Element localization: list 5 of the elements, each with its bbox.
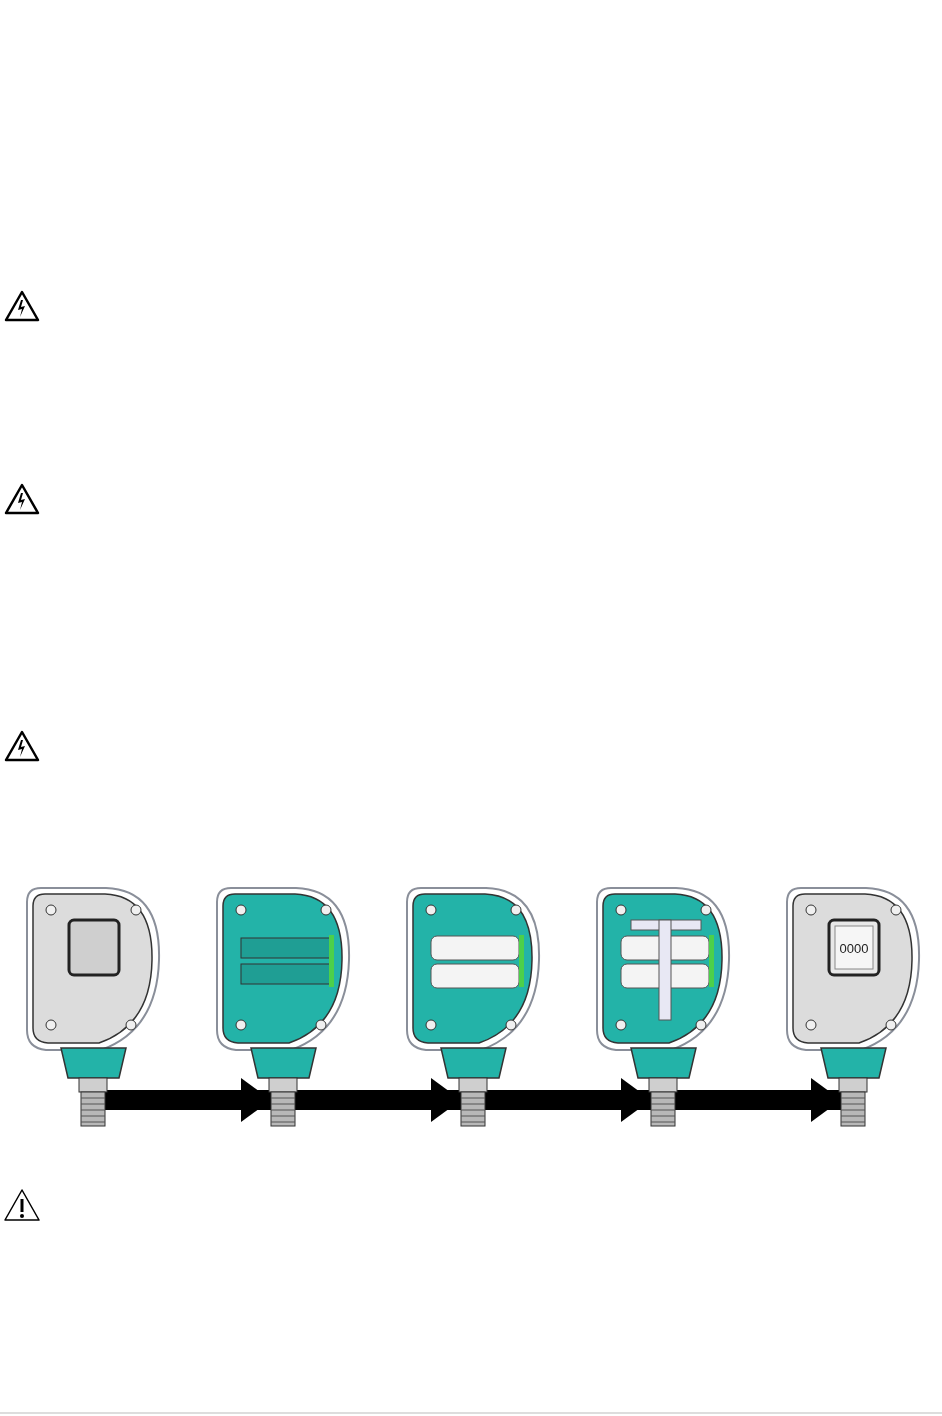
display-reading: 0000 <box>838 942 870 955</box>
block-arrow <box>485 1078 651 1122</box>
block-arrow <box>295 1078 461 1122</box>
block-arrow <box>675 1078 841 1122</box>
block-arrow <box>105 1078 271 1122</box>
